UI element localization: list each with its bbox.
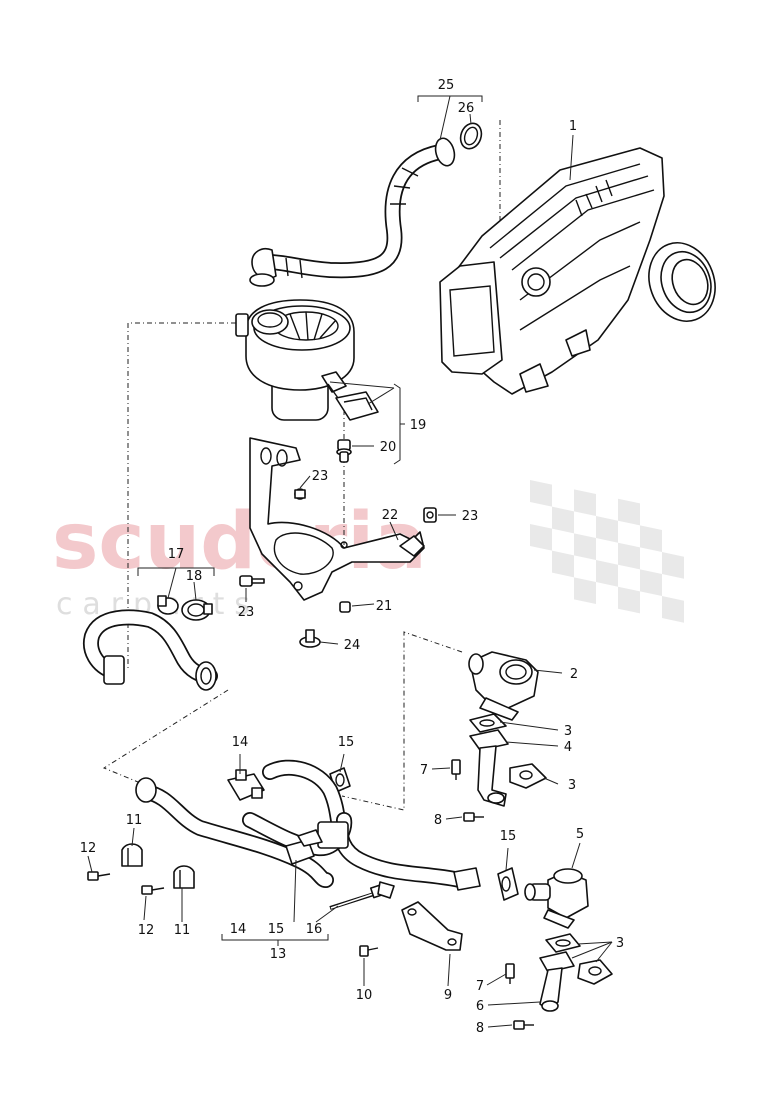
clip-11-lower <box>173 865 195 889</box>
nut-upper <box>294 488 306 500</box>
combi-valve-upper <box>468 651 539 721</box>
gasket-flange-upper <box>509 763 547 789</box>
gasket-flange-lower <box>577 959 613 985</box>
callout-23-upper: 23 <box>312 469 329 484</box>
combi-valve-lower <box>524 868 589 929</box>
watermark-brand: scuderia <box>52 497 427 587</box>
pump-inlet-hose <box>249 137 456 287</box>
callout-22: 22 <box>382 508 399 523</box>
callout-24-label: 24 <box>344 638 361 653</box>
mounting-stud <box>299 629 321 648</box>
pressure-hose-assembly <box>135 759 481 891</box>
callout-8-lower-label: 8 <box>476 1021 484 1036</box>
nut-right <box>423 507 437 523</box>
gasket-lower <box>545 933 581 953</box>
callout-14-upper: 14 <box>232 735 249 750</box>
callout-3-mid: 3 <box>568 778 576 793</box>
nut-small <box>339 601 351 613</box>
callout-23-lower: 23 <box>238 605 255 620</box>
callout-12-lower: 12 <box>138 923 155 938</box>
callout-8-upper: 8 <box>434 813 442 828</box>
bolt-8-lower <box>513 1020 534 1030</box>
spring-clamp <box>181 599 213 621</box>
bolt-7-upper <box>451 759 461 780</box>
clip-lower-right <box>497 867 519 901</box>
bolt-lower-left <box>239 575 265 587</box>
screw-12-upper <box>87 871 111 881</box>
callout-3-lower: 3 <box>616 936 624 951</box>
pump-connector-plug <box>327 383 379 421</box>
callout-18: 18 <box>186 569 203 584</box>
callout-19: 19 <box>410 418 427 433</box>
callout-12-upper: 12 <box>80 841 97 856</box>
pump-bracket <box>249 437 425 601</box>
callout-7-lower: 7 <box>476 979 484 994</box>
callout-4: 4 <box>564 740 572 755</box>
screw-12-lower <box>141 885 165 895</box>
callout-15-lower: 15 <box>268 922 285 937</box>
callout-7-upper: 7 <box>420 763 428 778</box>
callout-20: 20 <box>380 440 397 455</box>
rubber-bushing <box>336 439 352 463</box>
callout-1: 1 <box>569 119 577 134</box>
gasket-upper <box>469 713 507 733</box>
screw-10 <box>359 945 379 957</box>
callout-14-lower: 14 <box>230 922 247 937</box>
air-filter-housing <box>439 147 716 395</box>
callout-labels: 25 26 1 19 20 23 22 23 17 18 23 23 21 26… <box>80 78 624 1036</box>
callout-16: 16 <box>306 922 323 937</box>
callout-6: 6 <box>476 999 484 1014</box>
callout-9-label: 9 <box>444 988 452 1003</box>
callout-10: 10 <box>356 988 373 1003</box>
pressure-sensor <box>227 769 265 801</box>
connection-lines <box>102 120 521 811</box>
callout-11-upper: 11 <box>126 813 143 828</box>
callout-2: 2 <box>570 667 578 682</box>
callout-15-upper: 15 <box>338 735 355 750</box>
callout-17: 17 <box>168 547 185 562</box>
callout-26: 26 <box>458 101 475 116</box>
clip-11-upper <box>121 843 143 867</box>
callout-23-right: 23 <box>462 509 479 524</box>
bolt-8-upper <box>463 812 484 822</box>
housing-outlet-flange <box>648 242 716 322</box>
bolt-7-lower <box>505 963 515 984</box>
long-bolt <box>329 881 395 910</box>
connecting-pipe-lower <box>539 951 575 1012</box>
secondary-air-pump <box>235 299 355 421</box>
pressure-hose-left <box>83 609 218 691</box>
watermark-flag <box>530 480 684 623</box>
callout-13: 13 <box>270 947 287 962</box>
callout-15-right: 15 <box>500 829 517 844</box>
leader-lines <box>87 95 613 1028</box>
callout-11-lower: 11 <box>174 923 191 938</box>
callout-3-upper: 3 <box>564 724 572 739</box>
callout-25: 25 <box>438 78 455 93</box>
callout-21-label: 21 <box>376 599 393 614</box>
valve-bracket <box>401 901 463 951</box>
o-ring <box>459 122 483 150</box>
connecting-pipe-upper <box>469 729 509 807</box>
callout-5: 5 <box>576 827 584 842</box>
